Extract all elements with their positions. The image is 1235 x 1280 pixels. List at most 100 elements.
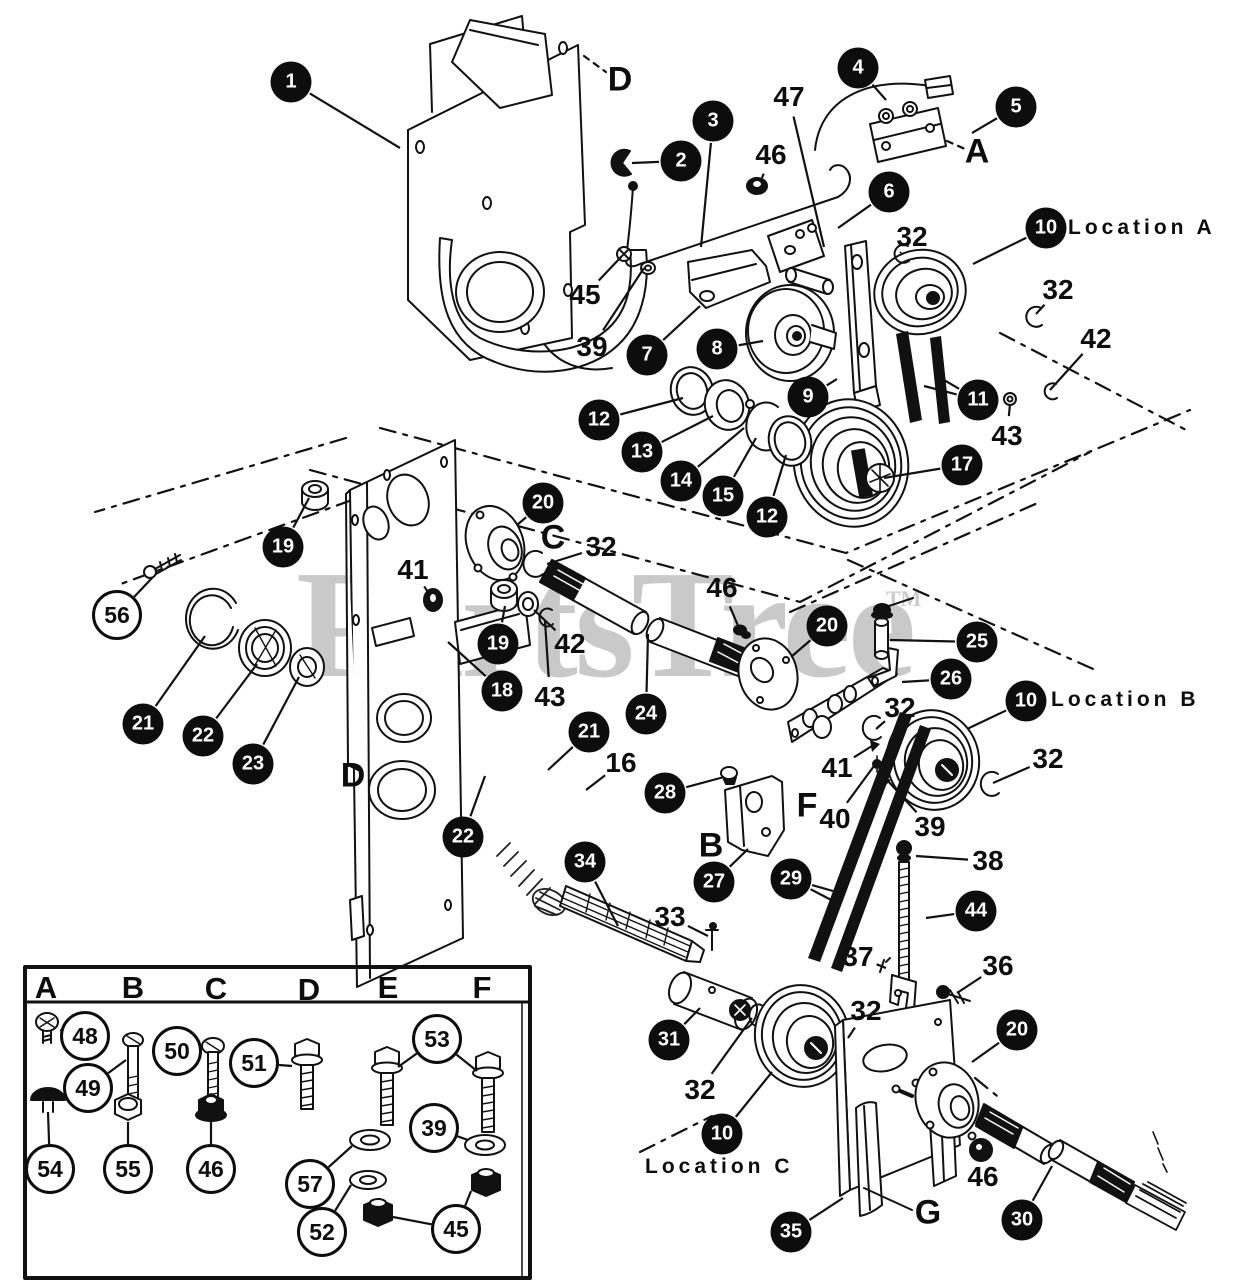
part-number-32: 32 <box>1032 743 1064 774</box>
legend-screw-48 <box>35 1012 59 1044</box>
part-callout-25: 25 <box>956 621 998 663</box>
part-number-32: 32 <box>896 221 928 252</box>
part-callout-14: 14 <box>660 460 702 502</box>
part-callout-22: 22 <box>442 816 484 858</box>
part-callout-55: 55 <box>103 1144 153 1194</box>
part-number-39: 39 <box>914 811 946 842</box>
part-callout-2: 2 <box>660 140 702 182</box>
part-number-32: 32 <box>850 995 882 1026</box>
part-callout-23: 23 <box>232 743 274 785</box>
ref-letter-D: D <box>340 756 366 795</box>
washer-42b <box>517 591 539 617</box>
idler-bar-7 <box>687 249 771 309</box>
snap-ring-32c <box>522 549 544 578</box>
part-callout-5: 5 <box>995 86 1037 128</box>
clip-2 <box>610 148 632 177</box>
flange-nut-46a <box>746 177 768 195</box>
hub-disc-20b <box>737 637 799 711</box>
legend-locknut-45b <box>471 1168 501 1197</box>
part-callout-56: 56 <box>92 590 142 640</box>
clip-32e <box>979 770 1000 797</box>
part-callout-20: 20 <box>806 605 848 647</box>
bearing-22 <box>238 619 292 677</box>
part-callout-39: 39 <box>409 1103 459 1153</box>
part-callout-12: 12 <box>746 496 788 538</box>
belt-11 <box>896 331 950 424</box>
part-callout-21: 21 <box>568 711 610 753</box>
legend-screw-50 <box>201 1037 225 1099</box>
support-bracket-26 <box>787 647 899 743</box>
part-callout-18: 18 <box>481 670 523 712</box>
snap-ring-32a <box>893 243 910 264</box>
part-callout-10: 10 <box>701 1113 743 1155</box>
part-callout-20: 20 <box>522 482 564 524</box>
part-callout-48: 48 <box>60 1011 110 1061</box>
spacer-19b <box>490 579 518 612</box>
part-callout-1: 1 <box>270 61 312 103</box>
part-callout-27: 27 <box>693 861 735 903</box>
ring-32d <box>861 714 882 741</box>
hub-20a <box>464 505 526 582</box>
part-callout-13: 13 <box>621 431 663 473</box>
legend-flange-nut-46 <box>195 1093 227 1122</box>
phantom-spring <box>496 842 567 916</box>
part-callout-57: 57 <box>285 1159 335 1209</box>
part-number-43: 43 <box>534 681 566 712</box>
washer-23 <box>289 647 325 687</box>
key-33 <box>705 922 719 951</box>
part-number-36: 36 <box>982 950 1014 981</box>
part-callout-44: 44 <box>955 890 997 932</box>
idler-pulley-8 <box>745 284 837 382</box>
part-callout-50: 50 <box>152 1026 202 1076</box>
part-callout-29: 29 <box>770 858 812 900</box>
location-label-c: Location C <box>645 1155 794 1178</box>
part-number-32: 32 <box>1042 274 1074 305</box>
part-callout-26: 26 <box>930 658 972 700</box>
bolt-36 <box>936 985 971 1004</box>
part-callout-3: 3 <box>692 100 734 142</box>
part-callout-24: 24 <box>625 693 667 735</box>
part-callout-11: 11 <box>957 379 999 421</box>
part-callout-19: 19 <box>262 526 304 568</box>
legend-nut-55 <box>114 1093 142 1121</box>
part-callout-31: 31 <box>648 1019 690 1061</box>
part-callout-15: 15 <box>702 475 744 517</box>
part-callout-6: 6 <box>868 171 910 213</box>
legend-column-f: F <box>472 970 492 1005</box>
part-callout-12: 12 <box>578 399 620 441</box>
part-number-32: 32 <box>585 531 617 562</box>
part-callout-7: 7 <box>626 334 668 376</box>
part-number-46: 46 <box>706 572 738 603</box>
spline-stub <box>1125 1181 1187 1231</box>
legend-locknut-45a <box>363 1198 393 1227</box>
clutch-rod-4 <box>814 75 954 151</box>
part-callout-30: 30 <box>1001 1199 1043 1241</box>
location-label-b: Location B <box>1051 688 1200 711</box>
clip-42a <box>1043 382 1058 401</box>
legend-washer-52 <box>349 1170 387 1190</box>
part-callout-51: 51 <box>229 1038 279 1088</box>
ref-letter-C: C <box>540 518 566 557</box>
ring-stack-12-15 <box>669 366 813 467</box>
peg-28 <box>720 766 738 785</box>
part-callout-10: 10 <box>1025 207 1067 249</box>
part-callout-17: 17 <box>941 444 983 486</box>
pivot-bracket-6 <box>767 219 834 295</box>
part-number-41: 41 <box>821 752 853 783</box>
part-callout-35: 35 <box>770 1211 812 1253</box>
snap-ring-32b <box>1025 305 1043 328</box>
coupler-31 <box>667 971 759 1031</box>
belt-29 <box>808 712 931 972</box>
part-number-43: 43 <box>991 420 1023 451</box>
location-label-a: Location A <box>1068 216 1216 239</box>
part-callout-49: 49 <box>63 1063 113 1113</box>
part-number-16: 16 <box>605 747 637 778</box>
ref-letter-A: A <box>964 132 990 171</box>
legend-bolt-49 <box>122 1032 144 1105</box>
clip-43b <box>538 607 554 628</box>
part-number-41: 41 <box>397 554 429 585</box>
spacer-19a <box>301 480 329 511</box>
